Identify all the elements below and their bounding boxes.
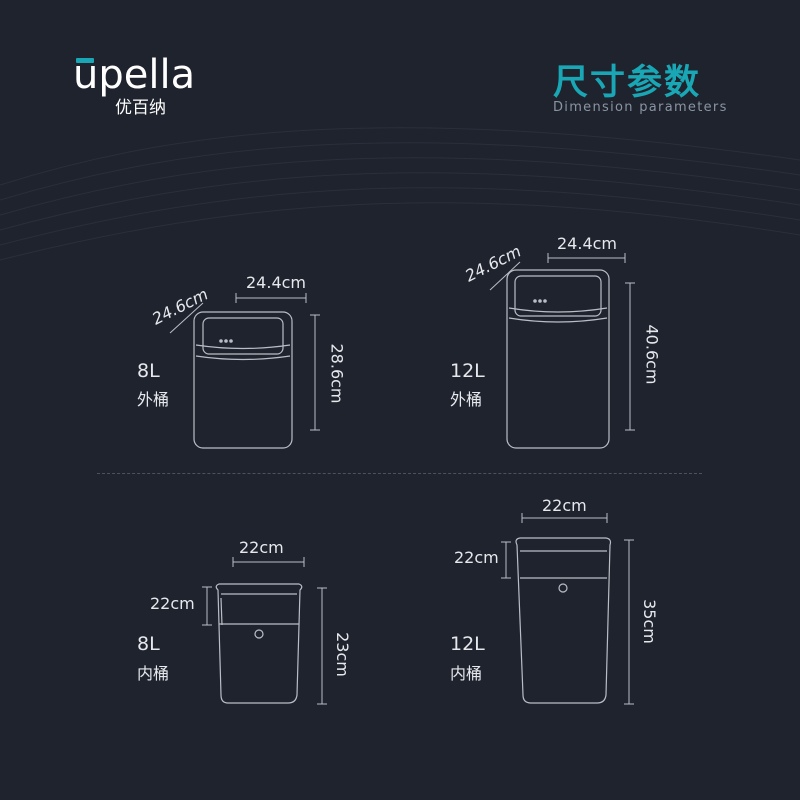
logo-chinese-name: 优百纳 xyxy=(115,98,166,118)
page-title: 尺寸参数 xyxy=(553,63,702,103)
inner-8l-kind: 内桶 xyxy=(137,664,170,683)
page-subtitle: Dimension parameters xyxy=(553,100,728,115)
outer-12l-kind: 外桶 xyxy=(450,390,483,409)
outer-12l-bin-drawing xyxy=(506,269,610,449)
inner-12l-bin-drawing xyxy=(515,537,612,704)
inner-12l-width-label: 22cm xyxy=(542,496,587,515)
inner-12l-volume: 12L xyxy=(450,633,485,655)
inner-8l-height-label: 23cm xyxy=(332,632,352,677)
outer-12l-width-label: 24.4cm xyxy=(557,234,618,253)
section-divider xyxy=(97,473,702,474)
outer-8l-kind: 外桶 xyxy=(137,390,170,409)
inner-12l-height-label: 35cm xyxy=(639,599,659,644)
outer-8l-height-label: 28.6cm xyxy=(327,343,347,404)
outer-8l-bin-drawing xyxy=(193,311,293,449)
brand-logo: upella 优百纳 xyxy=(73,55,195,118)
inner-8l-depth-label: 22cm xyxy=(150,594,195,613)
outer-12l-volume: 12L xyxy=(450,360,485,382)
outer-8l-width-label: 24.4cm xyxy=(246,273,307,292)
inner-8l-bin-drawing xyxy=(215,583,303,704)
inner-8l-volume: 8L xyxy=(137,633,160,655)
outer-8l-volume: 8L xyxy=(137,360,160,382)
outer-12l-height-label: 40.6cm xyxy=(642,324,662,385)
inner-12l-depth-label: 22cm xyxy=(454,548,499,567)
logo-accent-bar xyxy=(76,58,94,63)
inner-8l-width-label: 22cm xyxy=(239,538,284,557)
inner-12l-kind: 内桶 xyxy=(450,664,483,683)
